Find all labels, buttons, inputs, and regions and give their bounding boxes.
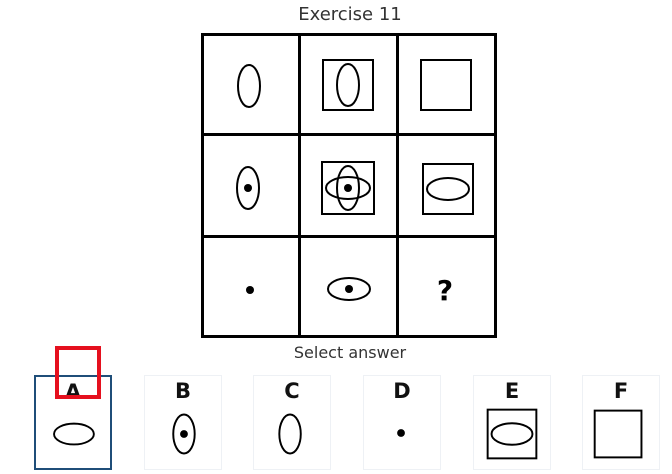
option-letter: E bbox=[504, 379, 520, 403]
option-letter: F bbox=[613, 379, 629, 403]
answer-option-f[interactable]: F bbox=[582, 375, 660, 470]
cell-r3-c3-missing: ? bbox=[437, 274, 453, 307]
square bbox=[321, 161, 375, 215]
question-mark: ? bbox=[437, 274, 453, 307]
horizontal-ellipse bbox=[325, 176, 371, 200]
grid-border bbox=[201, 33, 497, 338]
grid-lines bbox=[201, 33, 497, 338]
option-figure bbox=[397, 429, 405, 437]
option-figure bbox=[486, 408, 538, 460]
square bbox=[322, 59, 374, 111]
cell-r2-c2 bbox=[321, 161, 375, 215]
square bbox=[486, 408, 538, 460]
dot bbox=[397, 429, 405, 437]
puzzle-grid-svg: ? bbox=[201, 33, 497, 338]
horizontal-ellipse bbox=[490, 422, 534, 446]
vertical-ellipse bbox=[336, 165, 360, 211]
exercise-title: Exercise 11 bbox=[298, 4, 402, 25]
square bbox=[593, 409, 643, 459]
vertical-ellipse bbox=[172, 413, 196, 455]
dot bbox=[244, 184, 252, 192]
cell-r3-c2 bbox=[327, 277, 371, 301]
answer-option-d[interactable]: D bbox=[363, 375, 441, 470]
dot bbox=[246, 286, 254, 294]
option-letter: B bbox=[174, 379, 191, 403]
answer-option-a[interactable]: A bbox=[34, 375, 112, 470]
dot bbox=[345, 285, 353, 293]
option-figure bbox=[172, 413, 196, 455]
horizontal-ellipse bbox=[53, 422, 95, 446]
vertical-ellipse bbox=[336, 63, 360, 107]
horizontal-ellipse bbox=[426, 177, 470, 201]
select-answer-label: Select answer bbox=[293, 343, 407, 362]
answer-option-b[interactable]: B bbox=[144, 375, 222, 470]
option-figure bbox=[278, 413, 302, 455]
dot bbox=[180, 430, 188, 438]
option-figure bbox=[593, 409, 643, 459]
option-figure bbox=[53, 422, 95, 446]
cell-r2-c3 bbox=[422, 163, 474, 215]
cell-r1-c3 bbox=[420, 59, 472, 111]
cell-r2-c1 bbox=[236, 166, 260, 210]
cell-r1-c1 bbox=[237, 64, 261, 108]
square bbox=[420, 59, 472, 111]
vertical-ellipse bbox=[236, 166, 260, 210]
vertical-ellipse bbox=[237, 64, 261, 108]
puzzle-grid: ? bbox=[201, 33, 497, 338]
cell-r1-c2 bbox=[322, 59, 374, 111]
answer-option-e[interactable]: E bbox=[473, 375, 551, 470]
horizontal-ellipse bbox=[327, 277, 371, 301]
option-letter: D bbox=[393, 379, 411, 403]
answer-option-c[interactable]: C bbox=[253, 375, 331, 470]
vertical-ellipse bbox=[278, 413, 302, 455]
square bbox=[422, 163, 474, 215]
option-letter: C bbox=[284, 379, 300, 403]
cell-r3-c1 bbox=[246, 286, 254, 294]
dot bbox=[344, 184, 352, 192]
